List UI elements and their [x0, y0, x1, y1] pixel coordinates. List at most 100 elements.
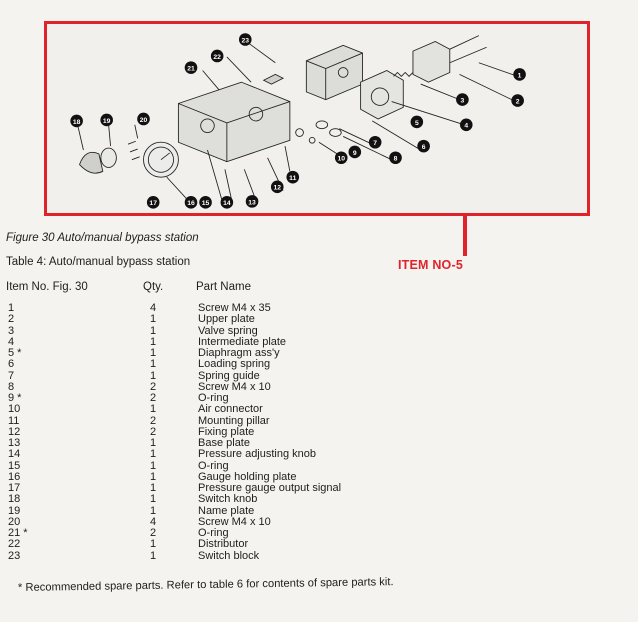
- row-part-name: Gauge holding plate: [198, 470, 297, 483]
- svg-text:6: 6: [422, 144, 426, 151]
- callout-14: 14: [220, 196, 234, 209]
- row-part-name: Distributor: [198, 538, 249, 551]
- callout-19: 19: [100, 113, 113, 127]
- callout-4: 4: [459, 118, 473, 132]
- callout-1: 1: [513, 68, 526, 81]
- callout-2: 2: [511, 94, 524, 107]
- row-quantity: 1: [150, 403, 157, 416]
- row-item-number: 11: [8, 414, 20, 427]
- row-part-name: Air connector: [198, 403, 263, 416]
- svg-text:5: 5: [415, 120, 419, 127]
- column-header-item-no: Item No. Fig. 30: [6, 281, 88, 293]
- row-part-name: O-ring: [198, 527, 229, 539]
- row-item-number: 5 *: [8, 347, 22, 359]
- svg-text:16: 16: [187, 200, 195, 207]
- row-item-number: 3: [8, 324, 15, 337]
- svg-text:18: 18: [73, 119, 81, 126]
- row-quantity: 4: [150, 302, 157, 314]
- row-item-number: 19: [8, 504, 21, 517]
- svg-text:19: 19: [103, 118, 111, 125]
- table-row: 10 1 Air connector: [0, 403, 638, 416]
- row-quantity: 1: [150, 448, 157, 461]
- row-item-number: 12: [8, 425, 21, 438]
- callout-21: 21: [184, 61, 198, 74]
- column-header-part-name: Part Name: [196, 281, 251, 293]
- row-item-number: 2: [8, 313, 15, 326]
- row-item-number: 13: [8, 437, 21, 449]
- row-item-number: 8: [8, 380, 15, 393]
- row-quantity: 2: [150, 414, 157, 427]
- row-quantity: 1: [150, 358, 157, 371]
- callout-11: 11: [286, 170, 300, 184]
- svg-text:8: 8: [394, 156, 398, 163]
- table-row: 22 1 Distributor: [0, 538, 638, 551]
- row-item-number: 21 *: [8, 527, 28, 539]
- row-item-number: 6: [8, 358, 15, 371]
- row-quantity: 1: [150, 538, 157, 551]
- svg-text:10: 10: [337, 156, 345, 163]
- row-part-name: Diaphragm ass'y: [198, 347, 280, 359]
- row-part-name: Pressure gauge output signal: [198, 482, 342, 494]
- row-quantity: 1: [150, 437, 157, 449]
- svg-text:11: 11: [289, 175, 296, 182]
- row-quantity: 2: [150, 425, 157, 438]
- callout-23: 23: [238, 33, 252, 46]
- row-part-name: Screw M4 x 35: [198, 302, 271, 314]
- row-quantity: 1: [150, 549, 157, 562]
- row-item-number: 10: [8, 403, 21, 416]
- row-part-name: Base plate: [198, 437, 250, 449]
- row-part-name: Spring guide: [198, 369, 260, 382]
- callout-9: 9: [348, 145, 362, 159]
- row-part-name: Name plate: [198, 504, 255, 517]
- row-item-number: 20: [8, 515, 21, 528]
- callout-16: 16: [184, 196, 198, 209]
- svg-text:15: 15: [202, 200, 210, 207]
- callout-20: 20: [137, 112, 150, 126]
- callout-3: 3: [456, 93, 469, 106]
- row-quantity: 1: [150, 313, 157, 326]
- row-quantity: 1: [150, 493, 157, 506]
- svg-text:12: 12: [273, 185, 281, 192]
- table-title: Table 4: Auto/manual bypass station: [6, 256, 191, 268]
- callout-13: 13: [245, 195, 259, 208]
- table-row: 12 2 Fixing plate: [0, 425, 638, 438]
- svg-text:9: 9: [353, 150, 357, 157]
- row-part-name: Fixing plate: [198, 425, 255, 438]
- row-part-name: Screw M4 x 10: [198, 515, 271, 528]
- svg-text:20: 20: [140, 117, 148, 124]
- callout-10: 10: [334, 151, 348, 165]
- figure-caption: Figure 30 Auto/manual bypass station: [6, 232, 199, 244]
- callout-18: 18: [70, 114, 83, 128]
- row-part-name: O-ring: [198, 459, 229, 472]
- svg-text:3: 3: [461, 98, 465, 105]
- row-part-name: Screw M4 x 10: [198, 380, 271, 393]
- row-quantity: 2: [150, 527, 157, 539]
- row-item-number: 9 *: [8, 392, 22, 404]
- row-quantity: 1: [150, 335, 157, 348]
- svg-text:17: 17: [149, 200, 157, 207]
- row-part-name: Valve spring: [198, 324, 258, 337]
- row-quantity: 1: [150, 347, 157, 359]
- row-item-number: 22: [8, 538, 21, 551]
- row-part-name: Switch block: [198, 549, 260, 562]
- table-row: 21 * 2 O-ring: [0, 527, 638, 539]
- callout-12: 12: [270, 180, 284, 194]
- table-row: 5 * 1 Diaphragm ass'y: [0, 347, 638, 359]
- row-quantity: 1: [150, 470, 157, 483]
- exploded-diagram-frame: 1 2 3 4 5 6 7 8 9 10 11 12 13 14 15 16 1…: [44, 21, 590, 216]
- row-item-number: 18: [8, 493, 21, 506]
- callout-6: 6: [417, 139, 430, 153]
- callout-8: 8: [389, 151, 402, 165]
- callout-17: 17: [146, 196, 160, 209]
